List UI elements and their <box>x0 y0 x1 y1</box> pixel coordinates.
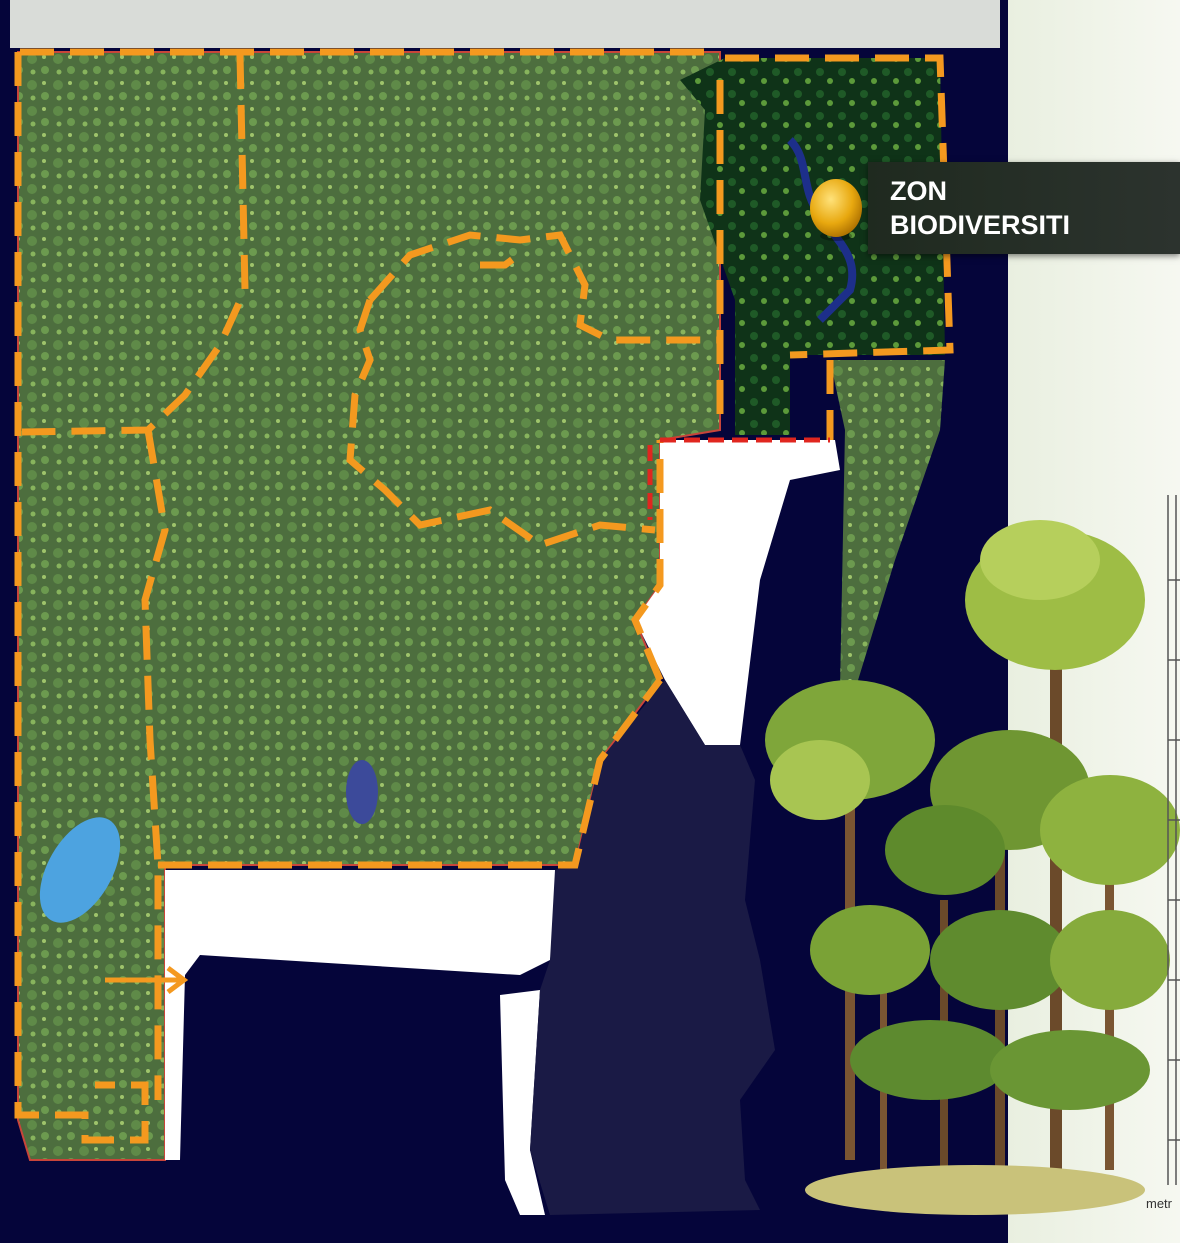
east-green-strip <box>830 360 945 690</box>
zone-label-line1: ZON <box>890 176 947 206</box>
white-plaza-south <box>165 870 565 1160</box>
white-plaza-west <box>500 990 545 1215</box>
navy-lake <box>530 680 775 1215</box>
west-pond <box>39 817 121 923</box>
height-scale-bar <box>1167 495 1180 1185</box>
tree-illustration <box>765 520 1180 1215</box>
site-boundary-red <box>647 437 830 520</box>
white-plaza-north <box>635 440 840 745</box>
location-pin-icon[interactable] <box>810 179 862 241</box>
entrance-arrow <box>105 966 189 994</box>
biodiversity-zone-area <box>680 58 945 435</box>
scale-unit-label: metr <box>1146 1196 1172 1211</box>
zone-label-biodiversity[interactable]: ZON BIODIVERSITI <box>868 162 1180 254</box>
top-road-strip <box>10 0 1000 48</box>
zone-label-line2: BIODIVERSITI <box>890 210 1071 240</box>
central-pond <box>346 760 378 824</box>
